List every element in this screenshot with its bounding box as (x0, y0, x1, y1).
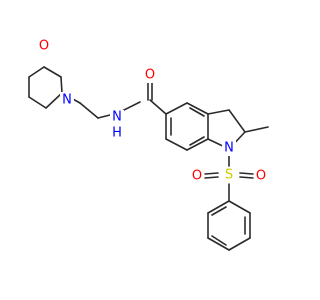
atom-label: S (225, 168, 233, 183)
atom-n-morpholine: N (60, 92, 74, 108)
double-bond (204, 172, 219, 175)
bond (165, 138, 188, 151)
atom-label: O (192, 169, 202, 184)
atom-o-sulfonyl-right: O (254, 168, 268, 184)
double-bond (204, 176, 219, 179)
bond (28, 96, 47, 109)
bond (228, 237, 251, 251)
atom-n-indoline: N (222, 140, 236, 156)
bond (207, 109, 230, 115)
bond (228, 200, 251, 214)
atom-label: N (62, 93, 72, 108)
molecule-diagram: O N N H O N S O O (28, 38, 269, 251)
atom-label: N (112, 110, 122, 125)
phenyl-ring (207, 200, 251, 251)
atom-labels: O N N H O N S O O (37, 38, 268, 184)
double-bond (239, 172, 254, 175)
double-bond (239, 176, 254, 179)
bond (186, 138, 209, 151)
structure-drawing: O N N H O N S O O (28, 38, 269, 251)
aromatic-inner-bond (189, 136, 205, 146)
bond (149, 99, 167, 115)
atom-label: N (224, 141, 234, 156)
aromatic-inner-bond (211, 235, 227, 246)
indoline-benzene-ring (165, 102, 209, 151)
atom-o-morpholine: O (37, 38, 51, 54)
aromatic-inner-bond (189, 107, 205, 117)
atom-label: H (112, 126, 122, 141)
bond (186, 102, 209, 115)
bond (228, 109, 246, 133)
atom-o-sulfonyl-left: O (190, 168, 204, 184)
bond (60, 76, 63, 94)
bond (207, 237, 230, 251)
atom-label: O (256, 169, 266, 184)
bond (207, 200, 230, 214)
atom-nh-amide: N H (110, 110, 124, 141)
atom-s-sulfonyl: S (222, 167, 236, 183)
bond (28, 66, 45, 78)
bond (43, 66, 62, 78)
aromatic-inner-bond (211, 206, 227, 216)
bond (79, 102, 99, 119)
atom-label: O (39, 39, 49, 54)
amide-group (117, 81, 167, 115)
morpholine-ring (28, 66, 63, 109)
methyl-bond (244, 126, 269, 133)
atom-label: O (145, 68, 155, 83)
atom-o-carbonyl: O (143, 67, 157, 83)
bond (45, 92, 63, 109)
bond (165, 102, 188, 115)
